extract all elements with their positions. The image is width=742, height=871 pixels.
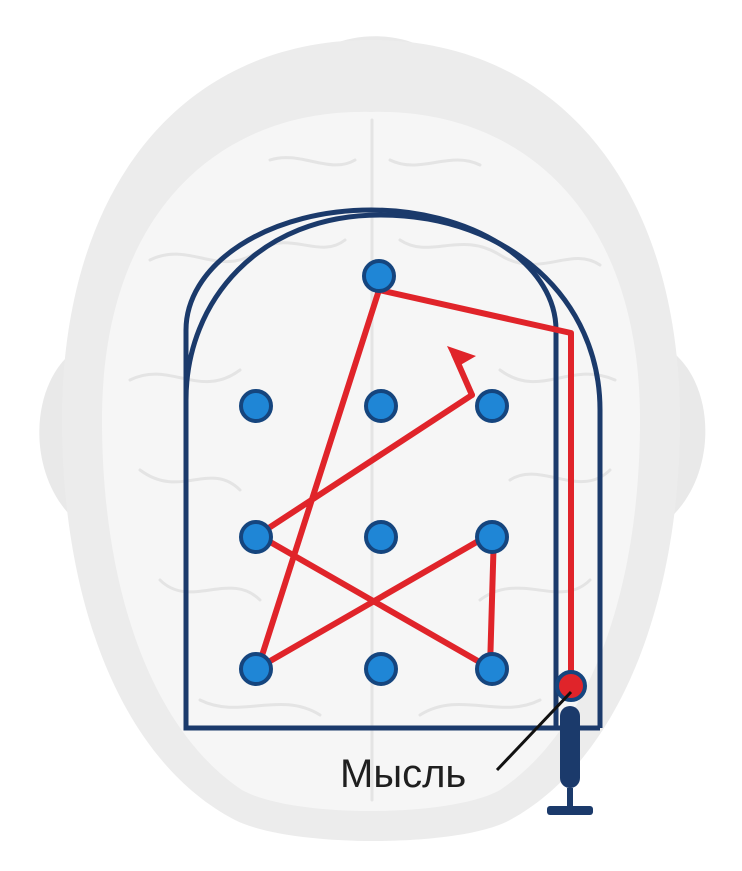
electrode-node bbox=[366, 391, 396, 421]
head bbox=[39, 36, 705, 841]
thought-label: Мысль bbox=[340, 752, 466, 796]
electrode-node bbox=[364, 261, 394, 291]
electrode-node bbox=[366, 654, 396, 684]
electrode-node bbox=[477, 654, 507, 684]
thought-node bbox=[557, 672, 585, 700]
electrode-node bbox=[477, 391, 507, 421]
electrode-node bbox=[477, 522, 507, 552]
electrode-node bbox=[241, 654, 271, 684]
electrode-node bbox=[241, 391, 271, 421]
electrode-node bbox=[366, 522, 396, 552]
electrode-node bbox=[241, 522, 271, 552]
